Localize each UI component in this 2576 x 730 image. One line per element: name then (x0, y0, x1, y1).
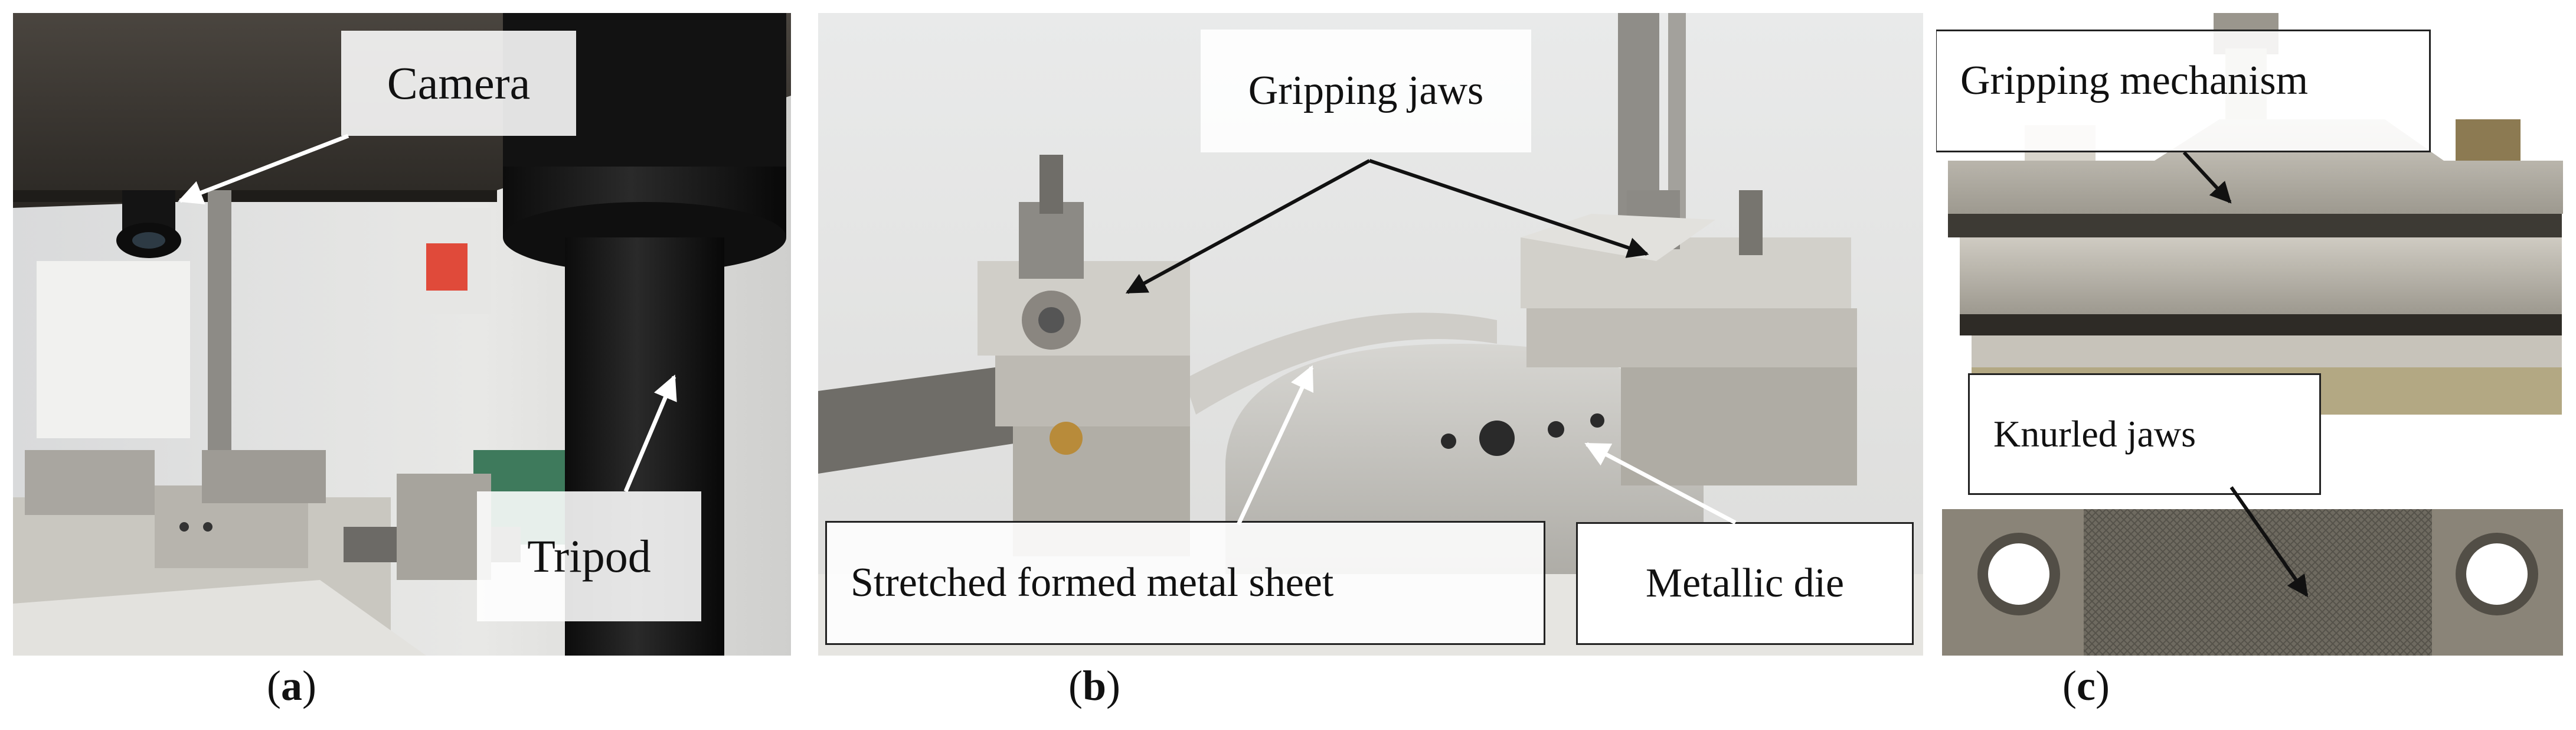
photo-panel-b: Gripping jaws Stretched formed metal she… (818, 13, 1923, 656)
metallic-die-label: Metallic die (1576, 522, 1914, 645)
caption-b: (b) (1068, 662, 1121, 709)
gripping-jaws-label: Gripping jaws (1201, 30, 1531, 152)
caption-a-letter: a (280, 662, 302, 709)
gripping-mechanism-label: Gripping mechanism (1936, 30, 2431, 152)
caption-b-letter: b (1082, 662, 1107, 709)
photo-panel-c: Gripping mechanism Knurled jaws (1936, 13, 2563, 656)
knurled-jaws-label: Knurled jaws (1968, 373, 2321, 495)
tripod-label: Tripod (477, 491, 701, 621)
caption-c-letter: c (2076, 662, 2096, 709)
caption-c: (c) (2062, 662, 2110, 709)
stretched-sheet-label: Stretched formed metal sheet (825, 521, 1545, 645)
photo-panel-a: Camera Tripod (13, 13, 791, 656)
caption-a: (a) (267, 662, 316, 709)
camera-label: Camera (341, 31, 576, 136)
